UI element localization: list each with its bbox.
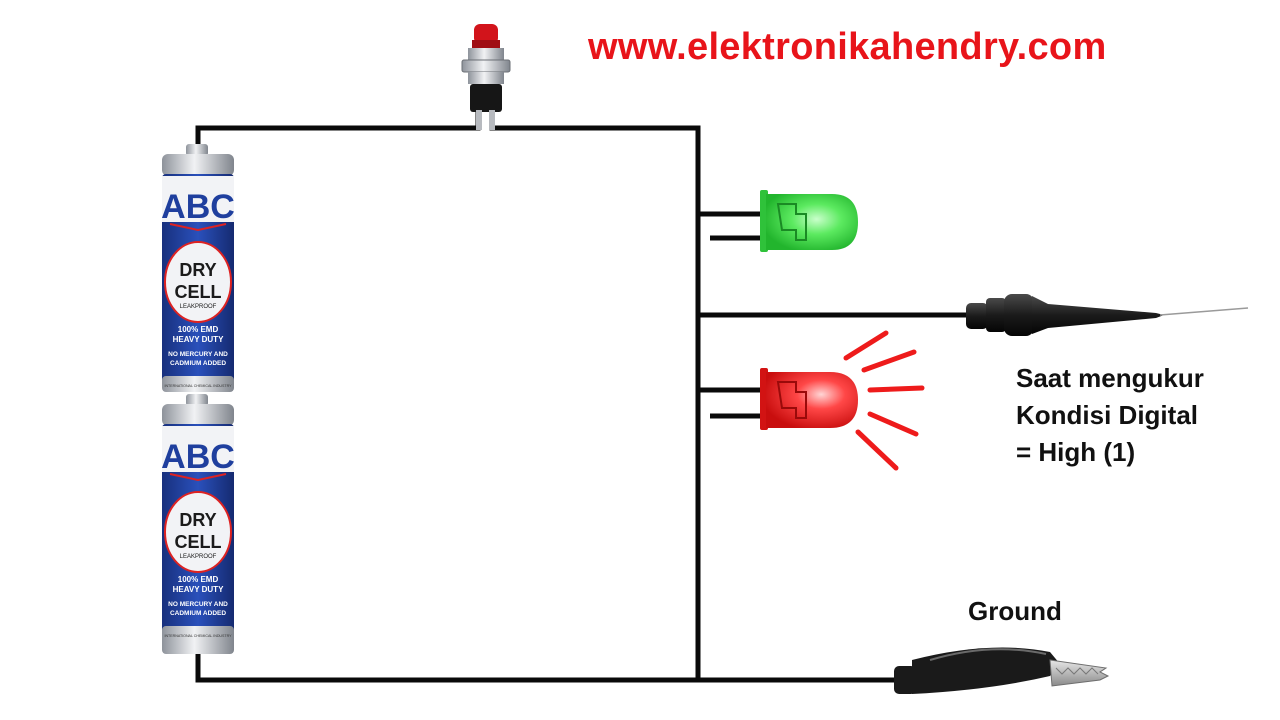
battery-badge-sub: LEAKPROOF	[180, 554, 217, 560]
battery-bottom: ABC DRY CELL LEAKPROOF 100% EMD HEAVY DU…	[161, 394, 235, 654]
caption-line-2: Kondisi Digital	[1016, 400, 1198, 430]
battery-spec-line1: 100% EMD	[178, 575, 219, 584]
battery-spec-line1: 100% EMD	[178, 325, 219, 334]
measurement-caption: Saat mengukur Kondisi Digital = High (1)	[1016, 360, 1204, 471]
alligator-clip-icon[interactable]	[894, 647, 1110, 695]
light-rays-icon	[843, 330, 925, 471]
battery-spec-line3: NO MERCURY AND	[168, 351, 228, 358]
battery-top: ABC DRY CELL LEAKPROOF 100% EMD HEAVY DU…	[161, 144, 235, 392]
wire-switch-to-bus	[489, 109, 701, 683]
website-url: www.elektronikahendry.com	[588, 26, 1107, 68]
push-button-icon[interactable]	[461, 24, 511, 130]
battery-spec-line4: CADMIUM ADDED	[170, 610, 226, 617]
battery-badge-line2: CELL	[175, 532, 222, 552]
green-led-icon	[710, 190, 858, 252]
battery-badge-sub: LEAKPROOF	[180, 304, 217, 310]
caption-line-3: = High (1)	[1016, 437, 1136, 467]
battery-brand-text: ABC	[161, 438, 235, 476]
wire-ground-return	[195, 647, 908, 683]
battery-brand-text: ABC	[161, 188, 235, 226]
battery-spec-line2: HEAVY DUTY	[173, 585, 224, 594]
battery-spec-line2: HEAVY DUTY	[173, 335, 224, 344]
battery-badge-line2: CELL	[175, 282, 222, 302]
ground-label: Ground	[968, 596, 1062, 626]
battery-footer-text: INTERNATIONAL CHEMICAL INDUSTRY	[164, 634, 232, 638]
battery-badge-line1: DRY	[179, 260, 216, 280]
battery-icon: ABC DRY CELL LEAKPROOF 100% EMD HEAVY DU…	[161, 144, 235, 654]
logic-probe-icon[interactable]	[966, 294, 1249, 336]
red-led-icon	[710, 368, 858, 430]
battery-badge-line1: DRY	[179, 510, 216, 530]
battery-spec-line3: NO MERCURY AND	[168, 601, 228, 608]
battery-spec-line4: CADMIUM ADDED	[170, 360, 226, 367]
battery-footer-text: INTERNATIONAL CHEMICAL INDUSTRY	[164, 384, 232, 388]
caption-line-1: Saat mengukur	[1016, 363, 1204, 393]
wire-battery-to-switch	[195, 109, 481, 153]
